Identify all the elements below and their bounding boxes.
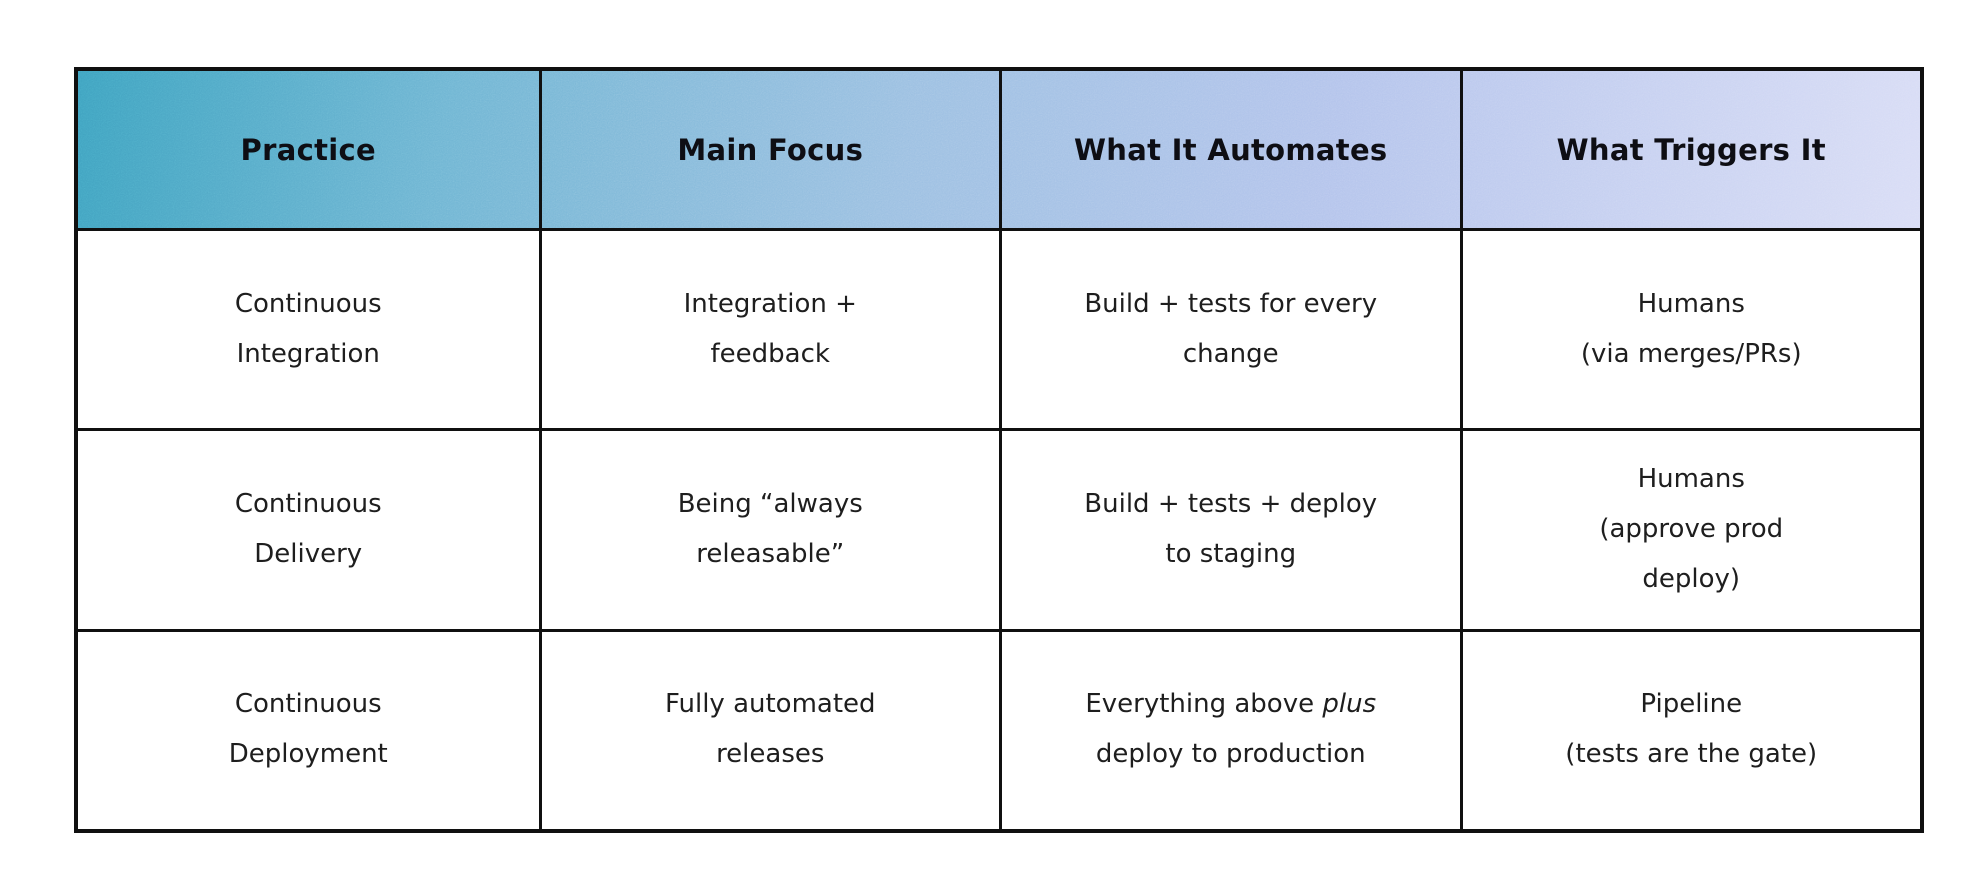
column-header-what-triggers-it: What Triggers It [1459,71,1921,228]
column-header-main-focus: Main Focus [538,71,1000,228]
cell-what-triggers-it: Humans(via merges/PRs) [1459,231,1921,429]
cell-what-triggers-it: Pipeline(tests are the gate) [1459,631,1921,829]
column-header-practice: Practice [240,132,376,167]
cell-main-focus: Integration +feedback [538,231,1000,429]
cicd-comparison-table: Practice Main Focus What It Automates Wh… [74,67,1924,833]
table-header-row: Practice Main Focus What It Automates Wh… [78,71,1920,231]
column-header-what-it-automates: What It Automates [999,71,1460,228]
